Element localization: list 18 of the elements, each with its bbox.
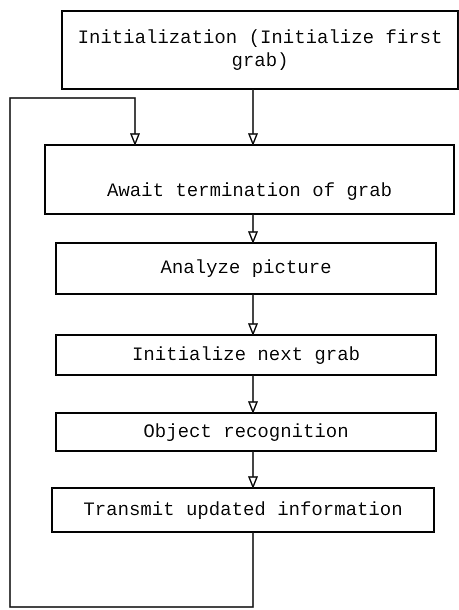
- process-box: [55, 412, 437, 452]
- box-label: Initialization (Initialize first grab): [76, 27, 444, 73]
- arrow: [248, 376, 258, 413]
- arrow: [248, 215, 258, 243]
- process-box: [55, 242, 437, 295]
- box-label: Analyze picture: [160, 257, 332, 280]
- box-label: Await termination of grab: [106, 180, 392, 203]
- box-label: Initialize next grab: [132, 344, 360, 366]
- process-box: [61, 10, 459, 90]
- process-box: [55, 334, 437, 376]
- arrow: [248, 452, 258, 488]
- box-label: Transmit updated information: [83, 498, 403, 522]
- process-box: [44, 144, 455, 215]
- box-label: Object recognition: [143, 420, 349, 444]
- process-box: [51, 487, 435, 533]
- arrow: [248, 295, 258, 335]
- arrow: [248, 90, 258, 145]
- arrow: [9, 97, 254, 608]
